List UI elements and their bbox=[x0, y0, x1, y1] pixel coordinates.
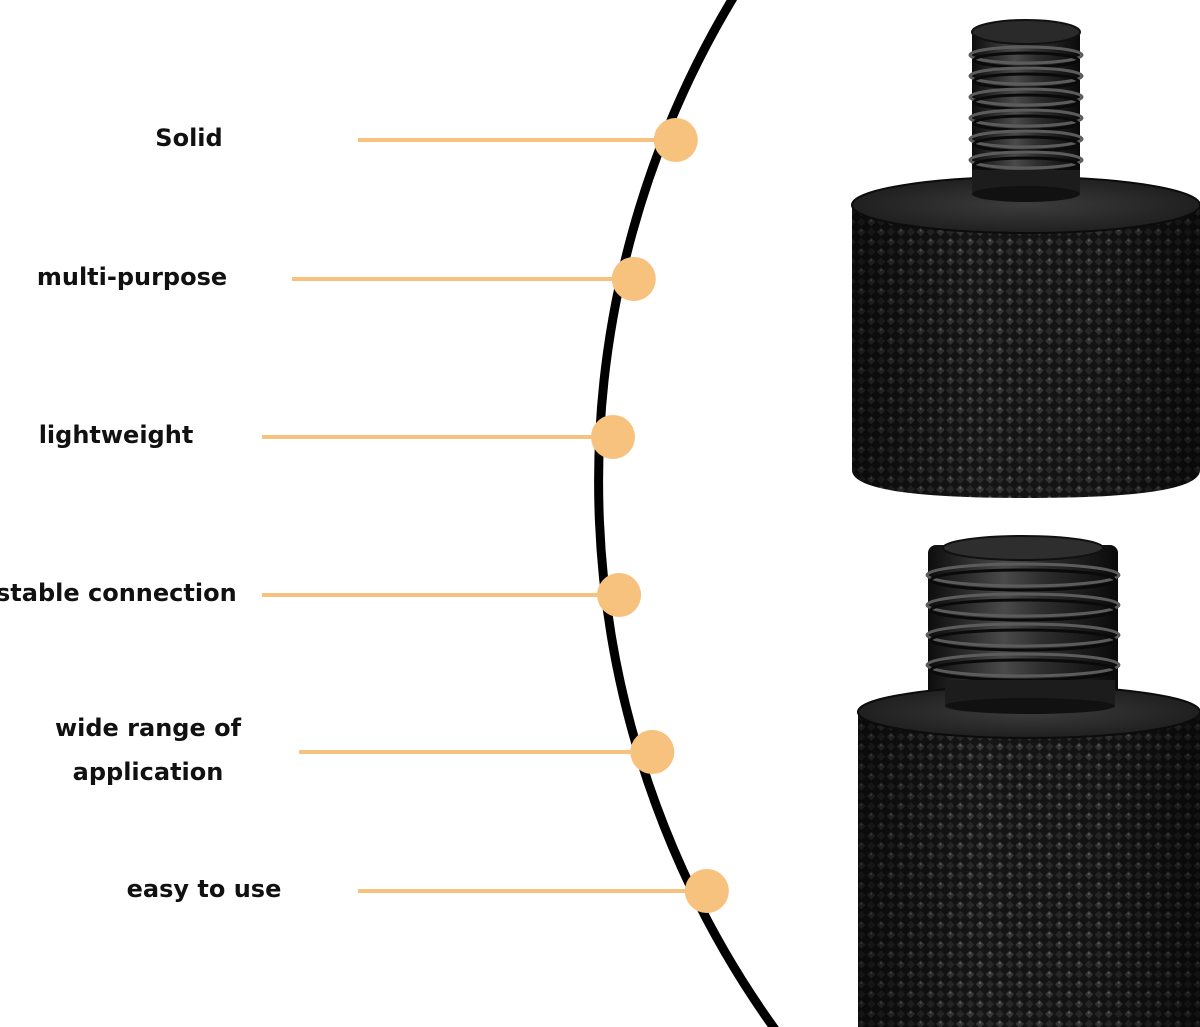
connector-dot-stable-connection bbox=[597, 573, 642, 617]
feature-label-line: application bbox=[72, 758, 224, 786]
feature-label-wide-range: wide range of application bbox=[28, 706, 268, 794]
feature-label-line: stable connection bbox=[0, 579, 237, 607]
connector-dot-wide-range bbox=[630, 730, 675, 774]
arc-divider bbox=[594, 0, 779, 1027]
feature-label-line: wide range of bbox=[54, 714, 242, 742]
screw-adapter-small-thread-icon bbox=[851, 19, 1200, 498]
screw-adapter-large-thread-icon bbox=[857, 535, 1200, 1027]
feature-label-line: easy to use bbox=[126, 875, 282, 903]
feature-label-line: multi-purpose bbox=[36, 263, 228, 291]
connector-dot-multi-purpose bbox=[611, 257, 656, 301]
feature-label-stable-connection: stable connection bbox=[0, 571, 237, 615]
arc-curve bbox=[594, 0, 779, 1027]
feature-label-lightweight: lightweight bbox=[0, 413, 236, 457]
connector-lines bbox=[262, 138, 707, 893]
feature-label-easy-to-use: easy to use bbox=[84, 867, 324, 911]
feature-label-solid: Solid bbox=[69, 116, 309, 160]
connector-dot-lightweight bbox=[590, 415, 635, 459]
connector-dots bbox=[590, 118, 729, 913]
feature-label-multi-purpose: multi-purpose bbox=[12, 255, 252, 299]
feature-label-line: Solid bbox=[155, 124, 223, 152]
feature-label-line: lightweight bbox=[38, 421, 194, 449]
connector-dot-easy-to-use bbox=[684, 869, 729, 913]
connector-dot-solid bbox=[653, 118, 698, 162]
